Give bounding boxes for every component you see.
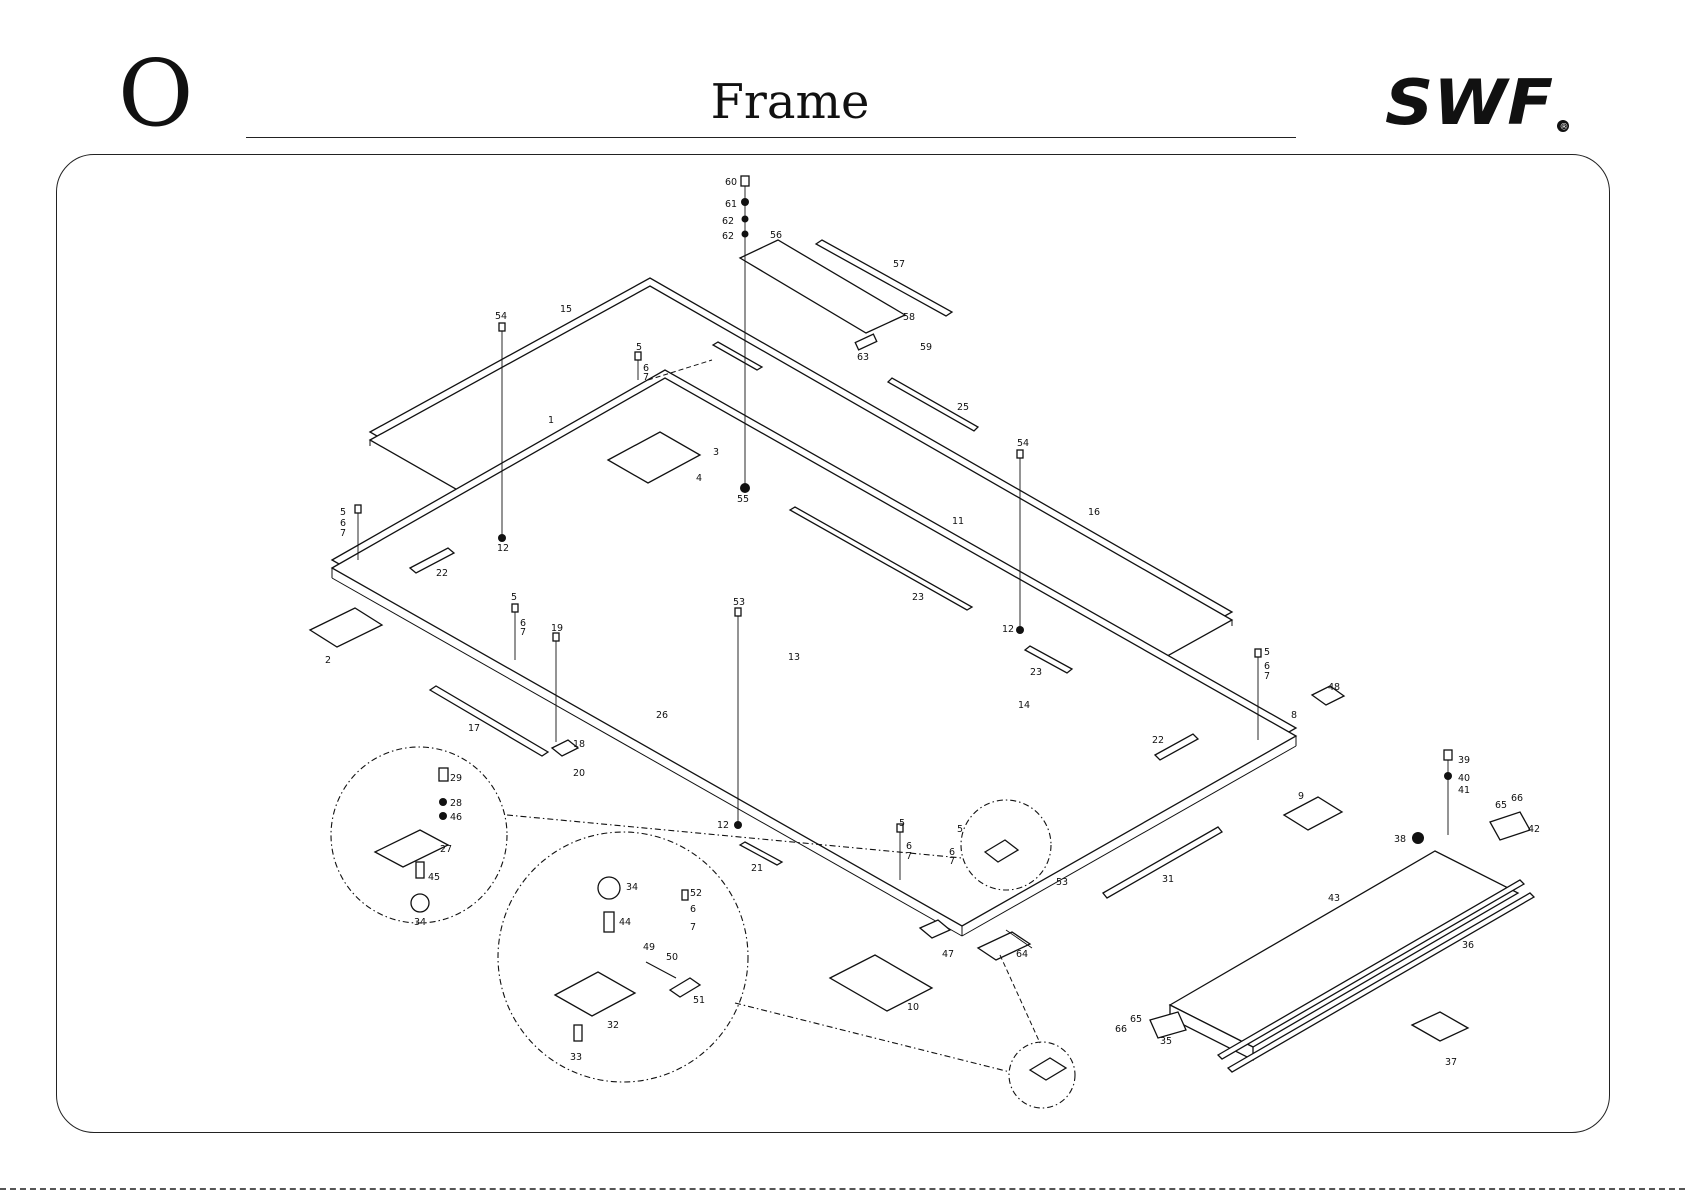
part-label-7-b: 7 — [340, 528, 346, 539]
part-label-20: 20 — [573, 768, 585, 779]
part-label-35: 35 — [1160, 1036, 1172, 1047]
part-label-13: 13 — [788, 652, 800, 663]
part-label-9: 9 — [1298, 791, 1304, 802]
rail-17 — [430, 686, 548, 756]
part-label-43: 43 — [1328, 893, 1340, 904]
part-label-44: 44 — [619, 917, 631, 928]
part-label-14: 14 — [1018, 700, 1030, 711]
part-label-28: 28 — [450, 798, 462, 809]
part-label-7-c: 7 — [520, 627, 526, 638]
part-label-11: 11 — [952, 516, 964, 527]
part-label-55: 55 — [737, 494, 749, 505]
part-label-65-a: 65 — [1495, 800, 1507, 811]
part-label-17: 17 — [468, 723, 480, 734]
part-label-15: 15 — [560, 304, 572, 315]
part-label-61: 61 — [725, 199, 737, 210]
part-label-54-a: 54 — [495, 311, 507, 322]
part-label-12-b: 12 — [1002, 624, 1014, 635]
part-label-2: 2 — [325, 655, 331, 666]
part-label-60: 60 — [725, 177, 737, 188]
part-label-65-b: 65 — [1130, 1014, 1142, 1025]
cover-plate — [740, 240, 905, 333]
part-label-50: 50 — [666, 952, 678, 963]
part-label-32: 32 — [607, 1020, 619, 1031]
part-label-5-b: 5 — [340, 507, 346, 518]
block-47 — [920, 920, 950, 938]
part-label-7-a: 7 — [643, 372, 649, 383]
rack-21 — [740, 842, 782, 865]
part-label-25: 25 — [957, 402, 969, 413]
part-label-62-b: 62 — [722, 231, 734, 242]
part-label-22-b: 22 — [1152, 735, 1164, 746]
part-label-45: 45 — [428, 872, 440, 883]
part-label-53-b: 53 — [1056, 877, 1068, 888]
part-label-36: 36 — [1462, 940, 1474, 951]
bottom-dashed-border — [0, 1188, 1685, 1190]
block-63 — [855, 334, 877, 350]
part-label-16: 16 — [1088, 507, 1100, 518]
part-label-26: 26 — [656, 710, 668, 721]
part-label-34-b: 34 — [626, 882, 638, 893]
part-label-49: 49 — [643, 942, 655, 953]
part-label-62-a: 62 — [722, 216, 734, 227]
part-label-7-g: 7 — [690, 922, 696, 933]
part-label-7-e: 7 — [906, 851, 912, 862]
part-label-5-a: 5 — [636, 342, 642, 353]
part-label-19: 19 — [551, 623, 563, 634]
part-label-51: 51 — [693, 995, 705, 1006]
part-label-10: 10 — [907, 1002, 919, 1013]
part-label-12-a: 12 — [497, 543, 509, 554]
part-label-22-a: 22 — [436, 568, 448, 579]
part-label-5-f: 5 — [957, 824, 963, 835]
rack-31 — [1103, 827, 1222, 898]
part-label-66-a: 66 — [1511, 793, 1523, 804]
part-label-1: 1 — [548, 415, 554, 426]
part-label-6-g: 6 — [690, 904, 696, 915]
part-label-39: 39 — [1458, 755, 1470, 766]
part-label-41: 41 — [1458, 785, 1470, 796]
part-label-53-a: 53 — [733, 597, 745, 608]
part-label-21: 21 — [751, 863, 763, 874]
part-label-37: 37 — [1445, 1057, 1457, 1068]
part-label-29: 29 — [450, 773, 462, 784]
part-label-38: 38 — [1394, 834, 1406, 845]
part-label-66-b: 66 — [1115, 1024, 1127, 1035]
part-label-23-b: 23 — [1030, 667, 1042, 678]
part-label-27: 27 — [440, 844, 452, 855]
part-label-12-c: 12 — [717, 820, 729, 831]
part-label-23-a: 23 — [912, 592, 924, 603]
part-label-3: 3 — [713, 447, 719, 458]
bracket-2 — [310, 608, 382, 647]
part-label-34-a: 34 — [414, 917, 426, 928]
part-label-40: 40 — [1458, 773, 1470, 784]
part-label-59: 59 — [920, 342, 932, 353]
detail-circle-large — [498, 832, 748, 1082]
part-label-63: 63 — [857, 352, 869, 363]
part-label-64: 64 — [1016, 949, 1028, 960]
part-label-56: 56 — [770, 230, 782, 241]
part-label-18: 18 — [573, 739, 585, 750]
part-label-31: 31 — [1162, 874, 1174, 885]
part-label-8: 8 — [1291, 710, 1297, 721]
part-label-52: 52 — [690, 888, 702, 899]
part-label-54-b: 54 — [1017, 438, 1029, 449]
part-label-57: 57 — [893, 259, 905, 270]
part-label-4: 4 — [696, 473, 702, 484]
part-label-33: 33 — [570, 1052, 582, 1063]
part-label-7-d: 7 — [1264, 671, 1270, 682]
block-37 — [1412, 1012, 1468, 1041]
part-label-58: 58 — [903, 312, 915, 323]
part-label-42: 42 — [1528, 824, 1540, 835]
part-label-5-d: 5 — [1264, 647, 1270, 658]
end-plate-42 — [1490, 812, 1530, 840]
part-label-5-e: 5 — [899, 818, 905, 829]
part-label-48: 48 — [1328, 682, 1340, 693]
bracket-9 — [1284, 797, 1342, 830]
part-label-46: 46 — [450, 812, 462, 823]
part-label-7-f: 7 — [949, 856, 955, 867]
part-label-47: 47 — [942, 949, 954, 960]
part-label-5-c: 5 — [511, 592, 517, 603]
